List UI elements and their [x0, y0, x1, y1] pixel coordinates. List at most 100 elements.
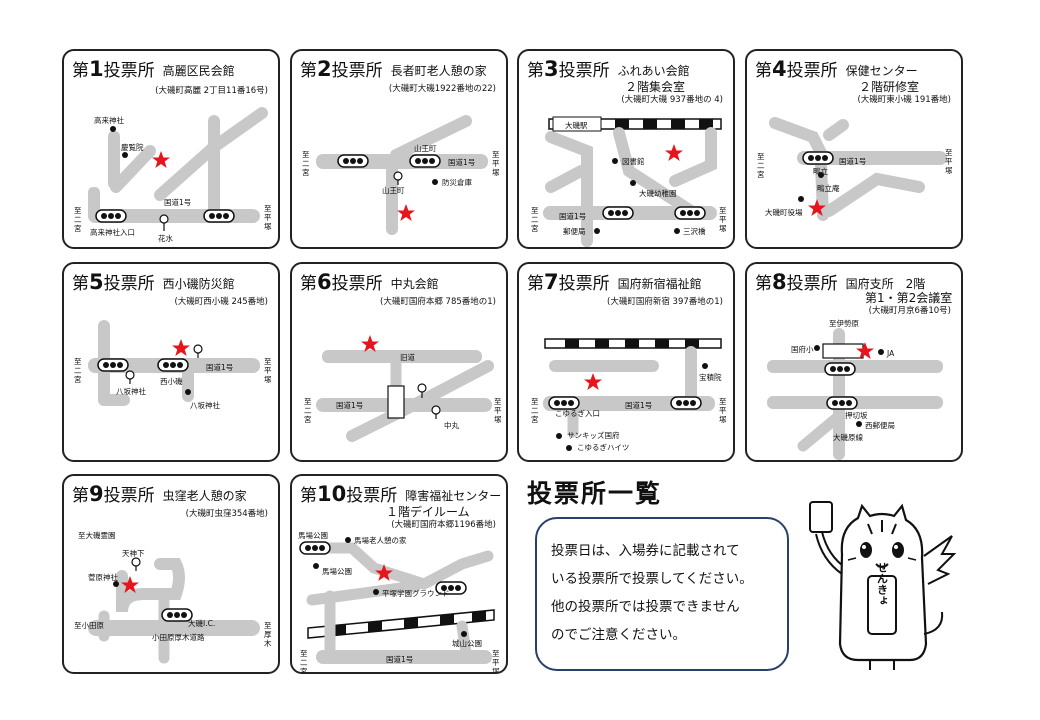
map-label: 至平塚	[719, 206, 727, 233]
railway-icon	[307, 609, 495, 639]
star-icon	[361, 335, 379, 352]
station-10-venue-line2: １階デイルーム	[386, 505, 470, 519]
landmark-dot-icon	[878, 349, 884, 355]
map-label: 慶覧院	[121, 142, 144, 152]
map-label: 馬場公園	[322, 566, 352, 576]
station-8-address: (大磯町月京6番10号)	[868, 306, 951, 316]
map-label: 郵便局	[563, 226, 586, 236]
map-label: 至平塚	[264, 204, 272, 231]
mascot-sash-label: せんきょ	[876, 562, 889, 606]
station-6-title: 第6投票所中丸会館	[300, 270, 439, 294]
map-label: 八坂神社	[190, 400, 220, 410]
map-label: 高来神社	[94, 115, 124, 125]
bus-stop-icon	[125, 370, 135, 384]
map-label: 西小磯	[160, 376, 183, 386]
traffic-signal-icon	[203, 209, 235, 223]
station-card-6: 旧道 国道1号 至二宮 至平塚 中丸 第6投票所中丸会館 (大磯町国府本郷 78…	[290, 262, 508, 462]
station-5-address: (大磯町西小磯 245番地)	[174, 297, 268, 307]
map-label: 花水	[158, 233, 173, 243]
station-9-address: (大磯町虫窪354番地)	[185, 509, 268, 519]
traffic-signal-icon	[435, 581, 467, 595]
map-label: 旧道	[400, 352, 415, 362]
map-label: 菅原神社	[88, 572, 118, 582]
map-label: 至小田原	[74, 621, 104, 630]
traffic-signal-icon	[802, 151, 834, 165]
station-card-10: 馬場公園 馬場老人憩の家 馬場公園 平塚学園グラウンド 城山公園 国道1号 至二…	[290, 474, 508, 674]
station-card-2: 山王町 国道1号 至二宮 至平塚 山王町 防災倉庫 第2投票所長者町老人憩の家 …	[290, 49, 508, 249]
notice-line-1: 投票日は、入場券に記載されて	[551, 543, 740, 559]
notice-line-2: いる投票所で投票してください。	[551, 571, 753, 587]
map-label: 至平塚	[945, 148, 953, 175]
station-10-title: 第10投票所障害福祉センター	[300, 482, 502, 506]
map-label: 大磯駅	[565, 120, 588, 130]
landmark-dot-icon	[122, 152, 128, 158]
map-label: 中丸	[444, 420, 459, 430]
map-label: 大磯町役場	[765, 207, 803, 217]
traffic-signal-icon	[548, 396, 580, 410]
map-label: 至二宮	[74, 357, 82, 384]
star-icon	[375, 564, 393, 581]
station-6-map: 旧道 国道1号 至二宮 至平塚 中丸	[304, 335, 502, 442]
station-1-venue: 高麗区民会館	[162, 64, 235, 78]
star-icon	[584, 373, 602, 390]
station-1-map: 高来神社 慶覧院 国道1号 至二宮 至平塚 高来神社入口 花水	[74, 107, 272, 243]
station-2-title: 第2投票所長者町老人憩の家	[300, 57, 487, 81]
station-4-map: 国道1号 至二宮 至平塚 鴫立 鴫立庵 大磯町役場	[757, 117, 953, 221]
station-2-venue: 長者町老人憩の家	[390, 64, 487, 78]
map-label: 宝積院	[699, 372, 722, 382]
landmark-dot-icon	[373, 589, 379, 595]
map-label: 至厚木	[264, 621, 272, 648]
map-label: 国道1号	[839, 156, 866, 166]
station-7-map: 宝積院 こゆるぎ入口 国道1号 至二宮 至平塚 サンキッズ国府 こゆるぎハイツ	[531, 338, 727, 452]
star-icon	[856, 342, 874, 359]
railway-icon	[544, 338, 722, 349]
station-9-title: 第9投票所虫窪老人憩の家	[72, 482, 247, 506]
station-card-9: 至大磯霊園 天神下 菅原神社 大磯I.C. 小田原厚木道路 至小田原 至厚木 第…	[62, 474, 280, 674]
map-label: 小田原厚木道路	[152, 632, 205, 642]
landmark-dot-icon	[556, 433, 562, 439]
map-label: 天神下	[122, 548, 145, 558]
landmark-dot-icon	[313, 563, 319, 569]
map-label: 図書館	[622, 156, 645, 166]
map-label: 鴫立	[813, 166, 828, 176]
station-4-title: 第4投票所保健センター	[755, 57, 918, 81]
station-9-map: 至大磯霊園 天神下 菅原神社 大磯I.C. 小田原厚木道路 至小田原 至厚木	[74, 530, 272, 664]
map-label: 鴫立庵	[817, 183, 840, 193]
landmark-dot-icon	[594, 228, 600, 234]
station-4-venue-line2: ２階研修室	[859, 80, 920, 94]
notice-box: 投票日は、入場券に記載されて いる投票所で投票してください。 他の投票所では投票…	[535, 517, 789, 671]
map-label: こゆるぎ入口	[555, 408, 600, 418]
station-7-address: (大磯町国府新宿 397番地の1)	[607, 297, 723, 307]
station-5-venue: 西小磯防災館	[162, 277, 235, 291]
landmark-dot-icon	[856, 421, 862, 427]
traffic-signal-icon	[95, 209, 127, 223]
map-label: 国道1号	[625, 400, 652, 410]
bus-stop-icon	[431, 405, 441, 419]
map-label: 至二宮	[304, 397, 312, 424]
station-5-map: 国道1号 至二宮 至平塚 西小磯 八坂神社 八坂神社	[74, 320, 272, 410]
landmark-dot-icon	[818, 172, 824, 178]
map-label: 国道1号	[448, 157, 475, 167]
station-3-venue-line2: ２階集会室	[625, 80, 686, 94]
traffic-signal-icon	[337, 154, 369, 168]
landmark-dot-icon	[185, 389, 191, 395]
star-icon	[121, 576, 139, 593]
map-label: 国府小	[791, 344, 814, 354]
traffic-signal-icon	[97, 358, 129, 372]
station-8-map: 至伊勢原 国府小 JA 西郵便局 押切坂 大磯原線	[767, 318, 943, 460]
traffic-signal-icon	[157, 358, 189, 372]
traffic-signal-icon	[670, 396, 702, 410]
station-10-venue: 障害福祉センター	[405, 489, 502, 503]
landmark-dot-icon	[674, 228, 680, 234]
station-card-8: 至伊勢原 国府小 JA 西郵便局 押切坂 大磯原線 第8投票所国府支所 2階 第…	[745, 262, 963, 462]
map-label: 至平塚	[494, 397, 502, 424]
station-4-address: (大磯町東小磯 191番地)	[857, 95, 951, 105]
station-card-4: 国道1号 至二宮 至平塚 鴫立 鴫立庵 大磯町役場 第4投票所保健センター ２階…	[745, 49, 963, 249]
bus-stop-icon	[131, 557, 141, 571]
map-label: 至平塚	[492, 649, 500, 674]
landmark-dot-icon	[612, 158, 618, 164]
station-3-address: (大磯町大磯 937番地の 4)	[621, 95, 723, 105]
station-8-venue: 国府支所 2階	[845, 277, 926, 291]
station-9-venue: 虫窪老人憩の家	[162, 489, 247, 503]
map-label: 至二宮	[531, 397, 539, 424]
